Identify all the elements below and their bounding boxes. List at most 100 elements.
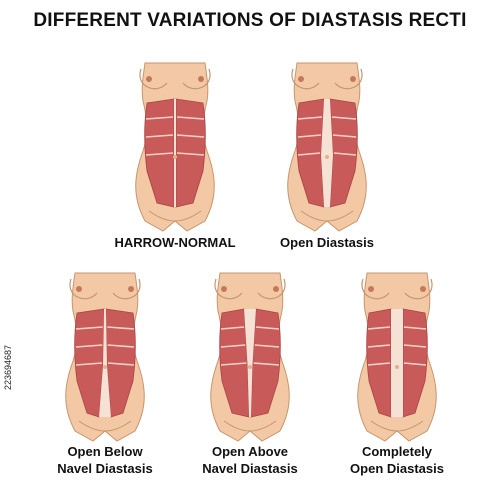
figure-open-diastasis (257, 55, 397, 235)
tendinous-line (176, 116, 205, 120)
rectus-muscle-right (105, 308, 136, 418)
label-line: Completely (361, 444, 433, 459)
breast-left (139, 68, 168, 90)
tendinous-line (145, 134, 174, 138)
groin-line-left (78, 420, 106, 432)
groin-line-right (104, 420, 132, 432)
linea-alba (244, 309, 256, 417)
label-open-below-navel: Open Below Navel Diastasis (25, 443, 185, 477)
nipple-right (420, 286, 426, 292)
breast-right (404, 278, 433, 300)
navel (395, 365, 399, 369)
label-line: Open Above (211, 444, 289, 459)
tendinous-line (176, 134, 205, 138)
torso-illustration (287, 62, 367, 232)
diagram-title: DIFFERENT VARIATIONS OF DIASTASIS RECTI (33, 10, 467, 31)
tendinous-line (107, 344, 135, 348)
tendinous-line (107, 326, 135, 330)
label-open-diastasis: Open Diastasis (247, 234, 407, 251)
torso-illustration (210, 272, 290, 442)
tendinous-line (145, 116, 174, 120)
rectus-muscle-left (296, 98, 325, 208)
tendinous-line (403, 344, 427, 348)
rectus-muscle-right (175, 98, 206, 208)
rectus-muscle-left (144, 98, 175, 208)
tendinous-line (333, 152, 357, 156)
navel (325, 155, 329, 159)
tendinous-line (332, 134, 357, 138)
figure-open-above-navel (180, 265, 320, 445)
figure-narrow-normal (105, 55, 245, 235)
groin-line-left (300, 210, 328, 222)
label-line: Open Diastasis (280, 235, 374, 250)
tendinous-line (75, 344, 103, 348)
tendinous-line (403, 326, 427, 330)
groin-line-left (148, 210, 176, 222)
tendinous-line (367, 344, 391, 348)
nipple-right (128, 286, 134, 292)
figure-completely-open (327, 265, 467, 445)
label-line: Navel Diastasis (202, 461, 298, 476)
label-line: Navel Diastasis (57, 461, 153, 476)
nipple-left (76, 286, 82, 292)
breast-right (334, 68, 363, 90)
tendinous-line (297, 134, 322, 138)
nipple-right (198, 76, 204, 82)
breast-right (182, 68, 211, 90)
label-open-above-navel: Open Above Navel Diastasis (170, 443, 330, 477)
tendinous-line (367, 362, 391, 366)
label-line: Open Diastasis (350, 461, 444, 476)
label-narrow-normal: HARROW-NORMAL (95, 234, 255, 251)
tendinous-line (254, 344, 280, 348)
rectus-muscle-left (219, 308, 250, 418)
navel (173, 155, 177, 159)
linea-alba (99, 309, 111, 417)
tendinous-line (220, 326, 245, 330)
breast-left (214, 278, 243, 300)
navel (248, 365, 252, 369)
nipple-left (146, 76, 152, 82)
tendinous-line (145, 152, 174, 156)
tendinous-line (297, 152, 321, 156)
torso-illustration (357, 272, 437, 442)
tendinous-line (253, 362, 280, 366)
groin-line-right (249, 420, 277, 432)
breast-left (291, 68, 320, 90)
rectus-muscle-right (329, 98, 358, 208)
linea-alba (174, 99, 176, 207)
tendinous-line (176, 152, 205, 156)
rectus-muscle-left (366, 308, 392, 418)
tendinous-line (331, 116, 357, 120)
rectus-muscle-right (402, 308, 428, 418)
tendinous-line (107, 362, 135, 366)
linea-alba (321, 99, 333, 207)
label-line: HARROW-NORMAL (114, 235, 236, 250)
breast-left (361, 278, 390, 300)
groin-line-left (223, 420, 251, 432)
figure-open-below-navel (35, 265, 175, 445)
navel (103, 365, 107, 369)
nipple-right (273, 286, 279, 292)
tendinous-line (220, 344, 246, 348)
nipple-left (368, 286, 374, 292)
rectus-muscle-left (74, 308, 105, 418)
tendinous-line (367, 326, 391, 330)
linea-alba (391, 309, 403, 417)
torso-illustration (65, 272, 145, 442)
breast-left (69, 278, 98, 300)
nipple-left (221, 286, 227, 292)
groin-line-right (396, 420, 424, 432)
breast-right (112, 278, 141, 300)
rectus-muscle-right (250, 308, 281, 418)
groin-line-left (370, 420, 398, 432)
nipple-right (350, 76, 356, 82)
tendinous-line (75, 326, 103, 330)
tendinous-line (75, 362, 103, 366)
groin-line-right (174, 210, 202, 222)
tendinous-line (255, 326, 280, 330)
breast-right (257, 278, 286, 300)
label-completely-open: Completely Open Diastasis (317, 443, 477, 477)
torso-illustration (135, 62, 215, 232)
label-line: Open Below (67, 444, 143, 459)
tendinous-line (297, 116, 323, 120)
